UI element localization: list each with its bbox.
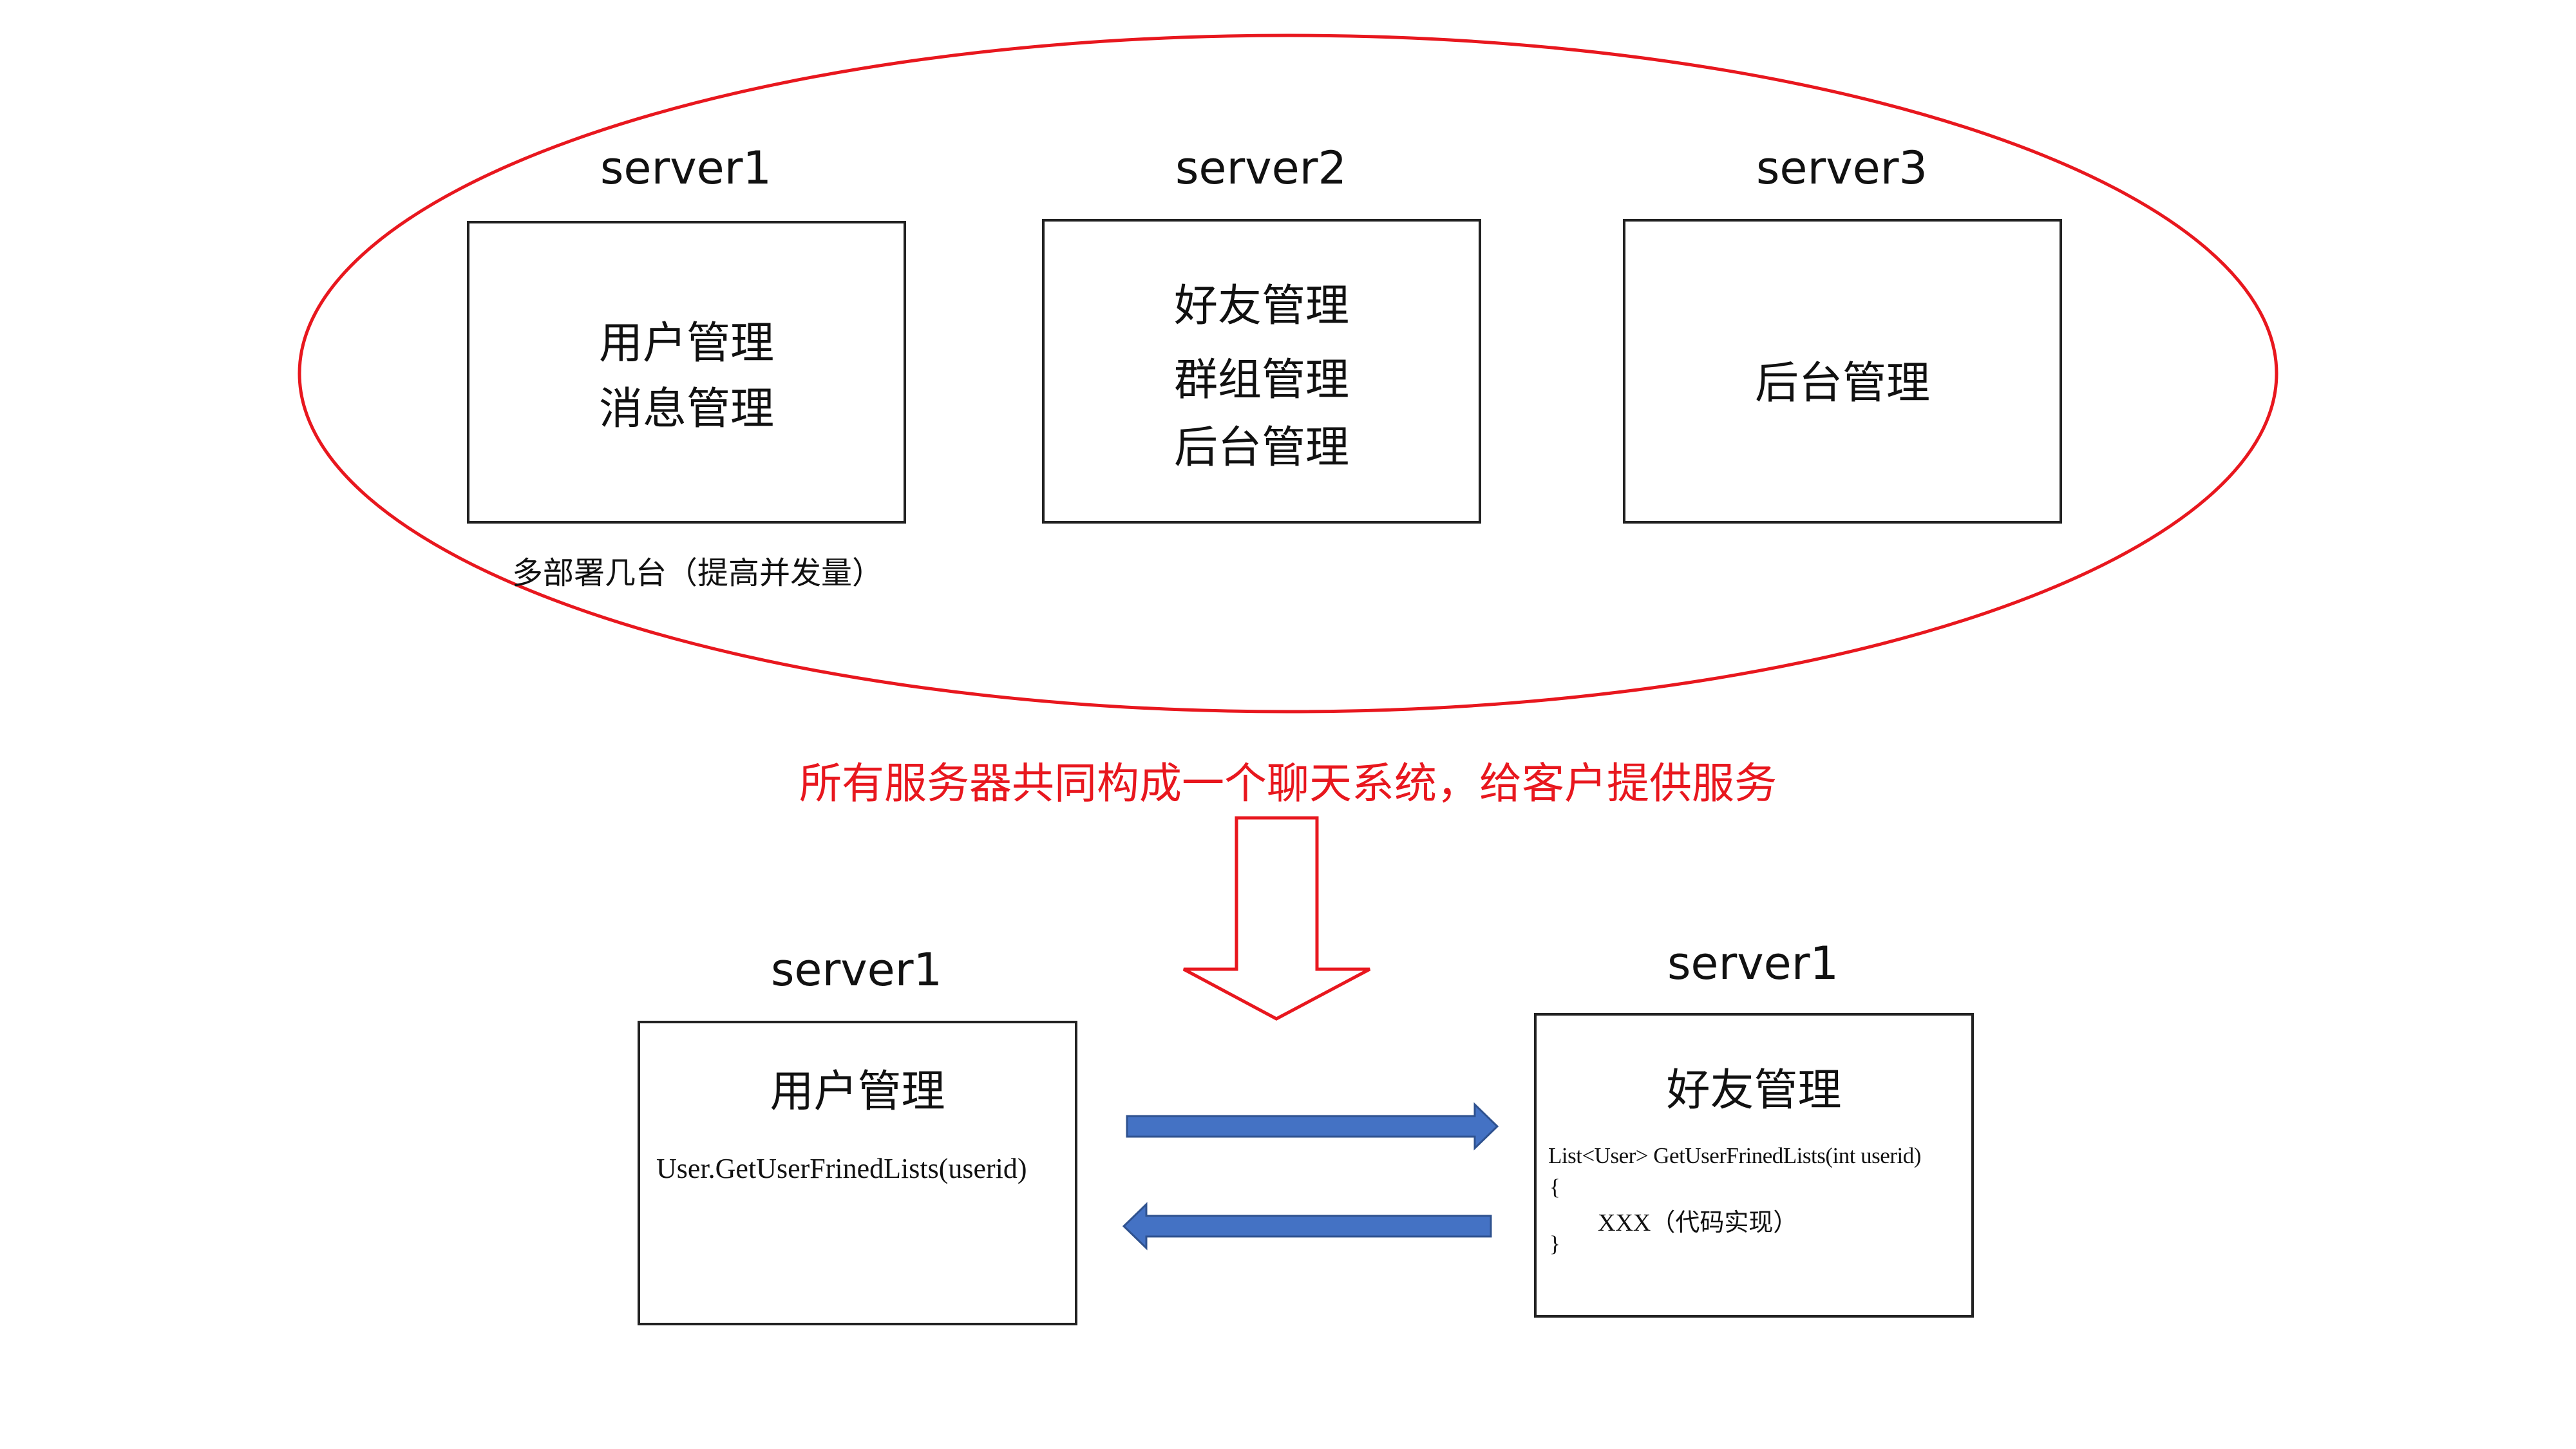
server2-line-2: 群组管理: [1173, 355, 1349, 406]
right-arrow-icon: [1126, 1102, 1499, 1151]
server1-box: 用户管理 消息管理: [467, 221, 906, 524]
server2-line-1: 好友管理: [1173, 281, 1349, 332]
server1-line-1: 用户管理: [598, 318, 774, 369]
server1-note: 多部署几台（提高并发量）: [512, 555, 884, 591]
code-close-brace: }: [1549, 1231, 1560, 1256]
left-arrow-icon: [1122, 1202, 1492, 1251]
server1-line-2: 消息管理: [598, 384, 774, 435]
down-arrow-icon: [1182, 816, 1371, 1021]
server3-line-1: 后台管理: [1754, 358, 1930, 409]
bottom-right-title: server1: [1667, 937, 1839, 990]
server3-title: server3: [1756, 142, 1928, 194]
bottom-left-call: User.GetUserFrinedLists(userid): [656, 1153, 1027, 1184]
server3-box: 后台管理: [1623, 219, 2062, 524]
bottom-left-title: server1: [770, 943, 943, 996]
bottom-right-box: 好友管理 List<User> GetUserFrinedLists(int u…: [1534, 1013, 1974, 1318]
server2-line-3: 后台管理: [1173, 422, 1349, 473]
server2-title: server2: [1175, 142, 1347, 194]
server1-title: server1: [600, 142, 772, 194]
bottom-right-heading: 好友管理: [1666, 1065, 1842, 1116]
cluster-ellipse: [298, 33, 2278, 714]
server2-box: 好友管理 群组管理 后台管理: [1042, 219, 1481, 524]
caption: 所有服务器共同构成一个聊天系统，给客户提供服务: [799, 759, 1777, 808]
code-open-brace: {: [1549, 1175, 1560, 1200]
code-body: XXX（代码实现）: [1598, 1209, 1798, 1236]
bottom-left-heading: 用户管理: [770, 1066, 945, 1117]
bottom-left-box: 用户管理 User.GetUserFrinedLists(userid): [638, 1021, 1077, 1325]
code-signature: List<User> GetUserFrinedLists(int userid…: [1548, 1143, 1921, 1168]
